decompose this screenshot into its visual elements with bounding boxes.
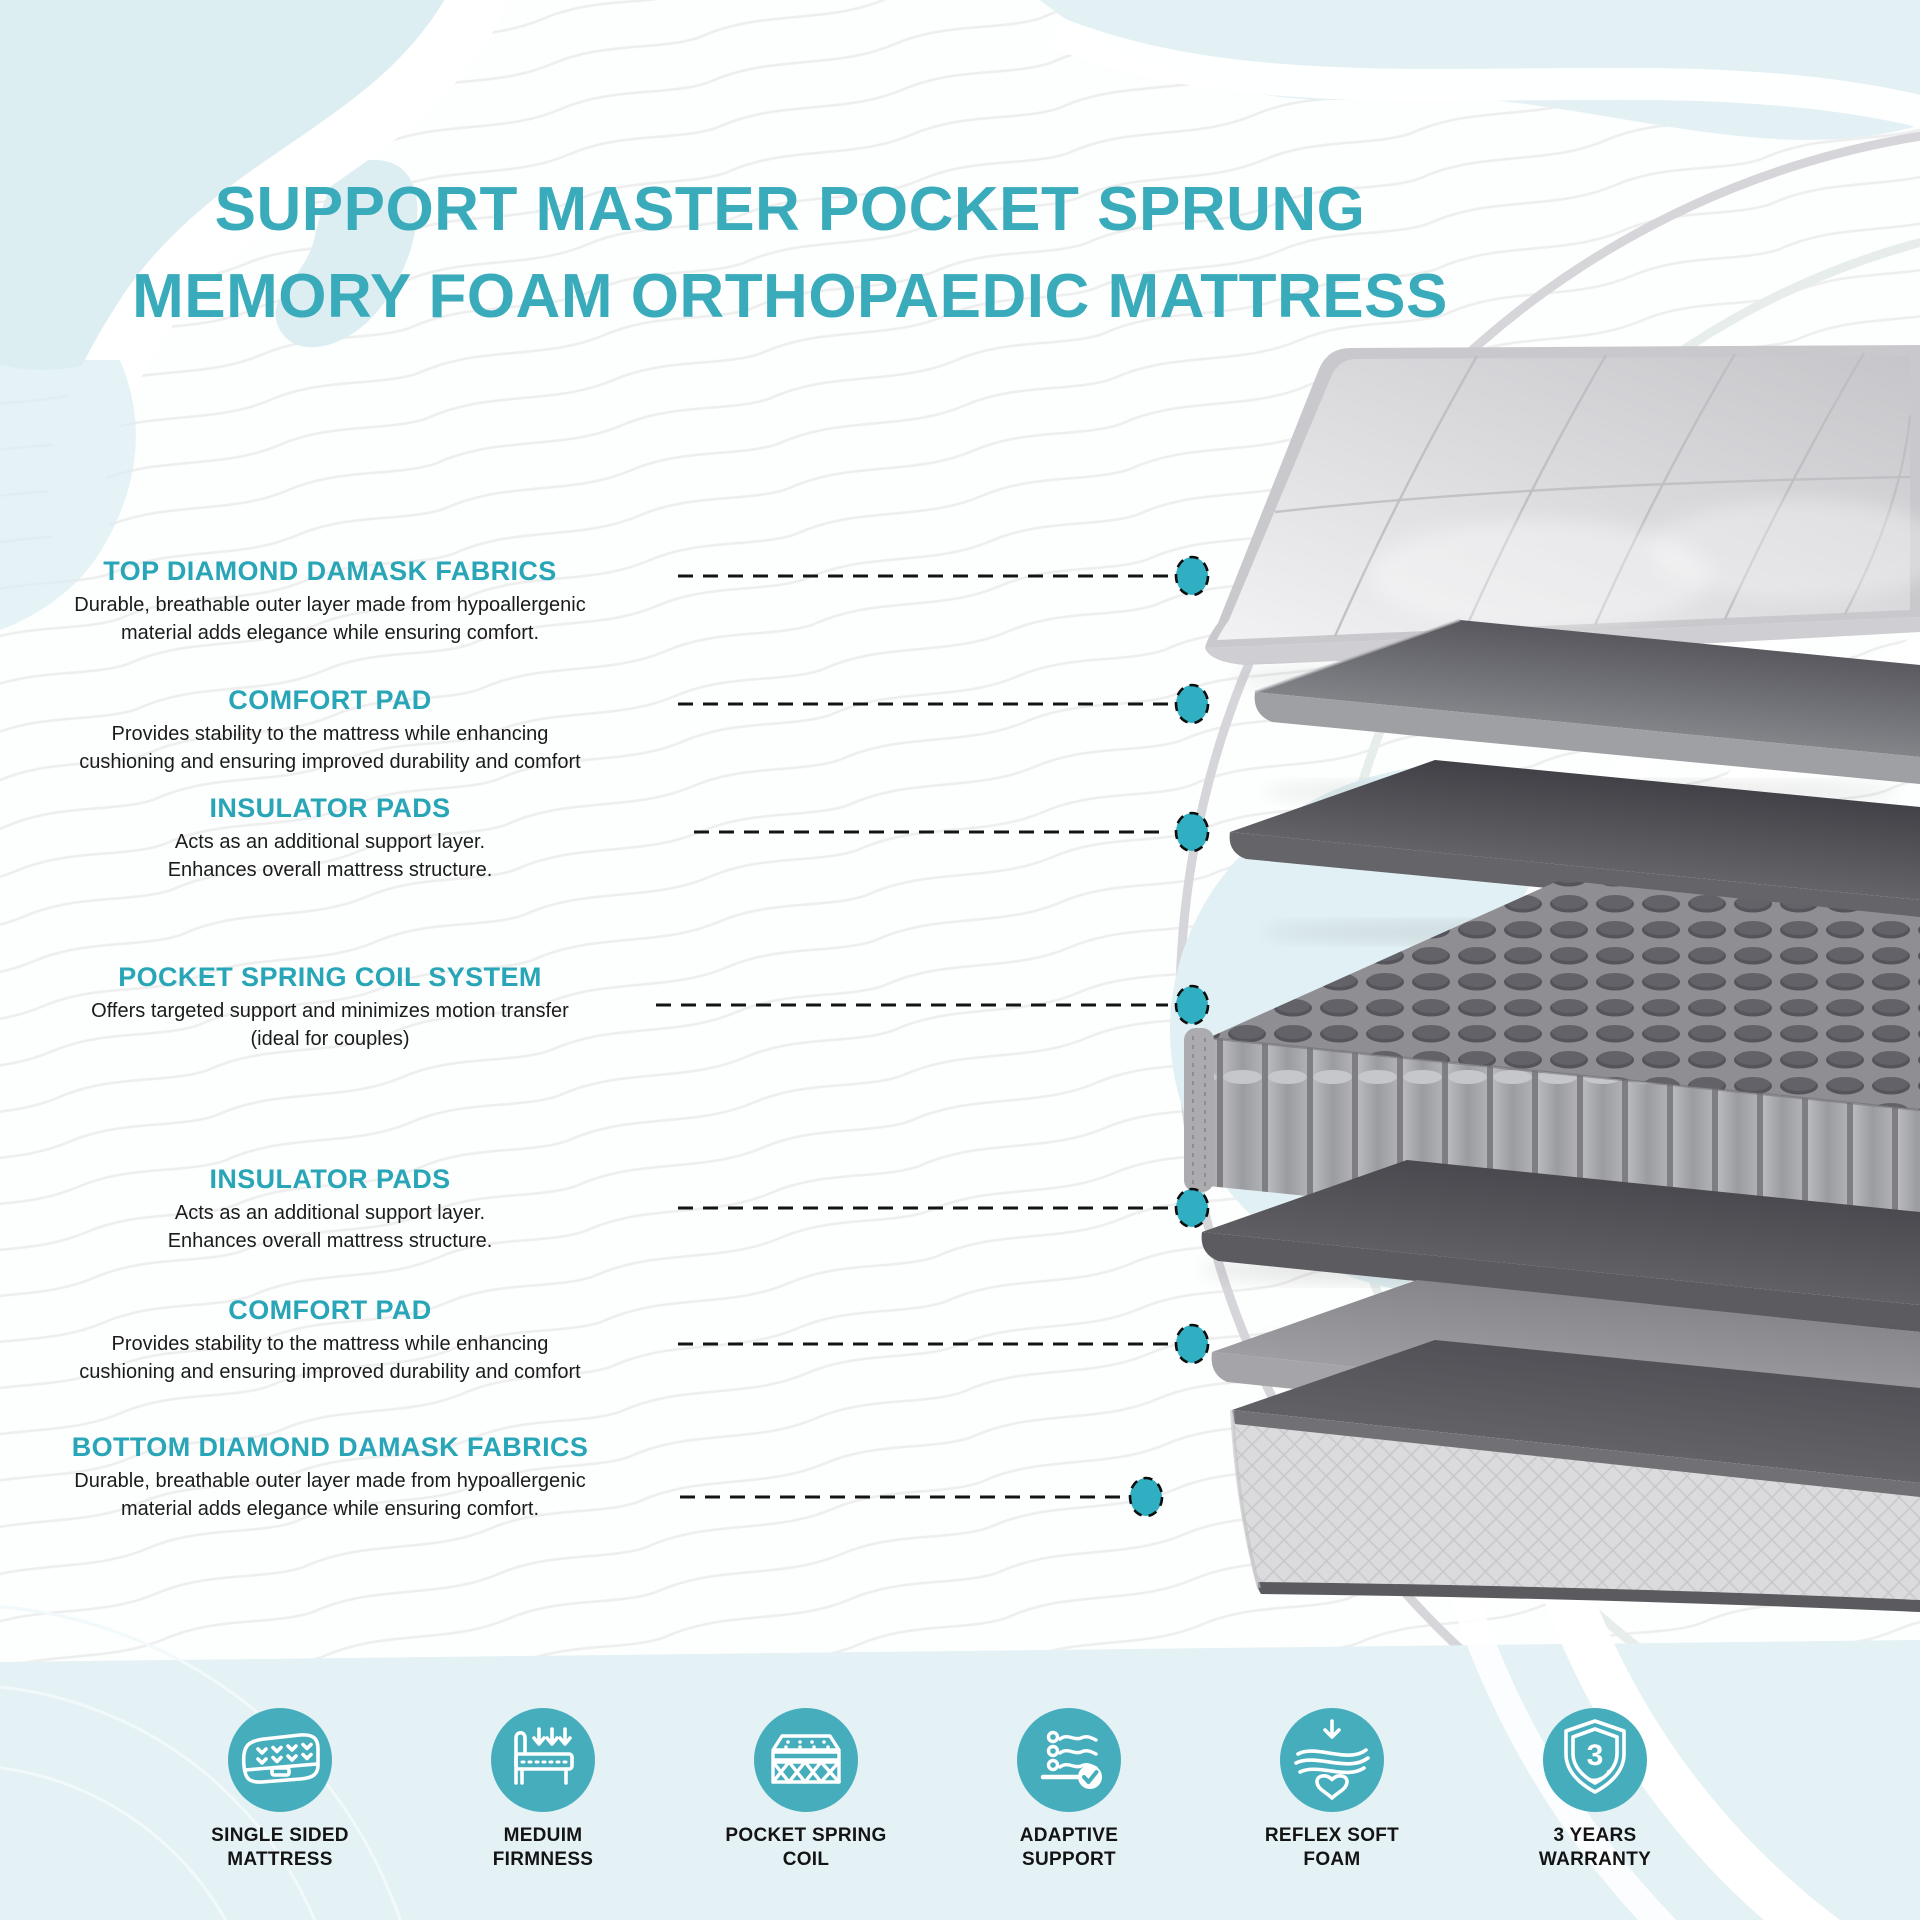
corner-blob-top-left xyxy=(0,0,504,630)
feature-label: POCKET SPRING COIL xyxy=(725,1825,887,1870)
feature-bubble xyxy=(228,1708,332,1812)
adaptive-support-icon xyxy=(1040,1730,1102,1789)
connector-dot xyxy=(1174,1187,1210,1229)
callout-description: Offers targeted support and minimizes mo… xyxy=(91,1000,569,1050)
feature-medium-firmness: MEDUIM FIRMNESS xyxy=(418,1708,668,1872)
feature-adaptive-support: ADAPTIVE SUPPORT xyxy=(944,1708,1194,1872)
reflex-soft-foam-icon xyxy=(1294,1719,1370,1800)
connector-dot xyxy=(1174,811,1210,853)
callout-heading: INSULATOR PADS xyxy=(209,1164,451,1194)
connector-dot xyxy=(1174,984,1210,1026)
connector-dot xyxy=(1174,683,1210,725)
callout-description: Provides stability to the mattress while… xyxy=(79,723,581,773)
feature-label: REFLEX SOFT FOAM xyxy=(1264,1825,1400,1870)
callout-comfort-pad-2: COMFORT PAD Provides stability to the ma… xyxy=(0,1295,660,1386)
feature-reflex-soft-foam: REFLEX SOFT FOAM xyxy=(1207,1708,1457,1872)
callout-insulator-pads-2: INSULATOR PADS Acts as an additional sup… xyxy=(0,1164,660,1255)
medium-firmness-icon xyxy=(514,1727,574,1785)
bottom-band xyxy=(0,1640,1920,1920)
callout-description: Durable, breathable outer layer made fro… xyxy=(74,1470,586,1520)
callout-comfort-pad: COMFORT PAD Provides stability to the ma… xyxy=(0,685,660,776)
callout-description: Provides stability to the mattress while… xyxy=(79,1333,581,1383)
callout-heading: TOP DIAMOND DAMASK FABRICS xyxy=(103,556,557,586)
connector-dot xyxy=(1128,1476,1164,1518)
callout-heading: BOTTOM DIAMOND DAMASK FABRICS xyxy=(71,1432,589,1462)
callout-insulator-pads: INSULATOR PADS Acts as an additional sup… xyxy=(0,793,660,884)
feature-label: SINGLE SIDED MATTRESS xyxy=(211,1825,349,1870)
corner-waves-top-right xyxy=(1040,0,1920,140)
callout-description: Acts as an additional support layer. Enh… xyxy=(167,831,493,881)
single-sided-mattress-icon xyxy=(241,1733,320,1784)
connector-dot xyxy=(1174,1323,1210,1365)
feature-label: 3 YEARS WARRANTY xyxy=(1538,1825,1652,1870)
callout-bottom-damask-fabrics: BOTTOM DIAMOND DAMASK FABRICS Durable, b… xyxy=(0,1432,660,1523)
graphic-base-damask-layer xyxy=(1230,1340,1920,1612)
feature-bubble: 3 xyxy=(1543,1708,1647,1812)
mattress-illustration xyxy=(1184,345,1920,1612)
callout-heading: COMFORT PAD xyxy=(228,1295,432,1325)
callout-description: Acts as an additional support layer. Enh… xyxy=(167,1202,493,1252)
callout-heading: INSULATOR PADS xyxy=(209,793,451,823)
feature-bubble xyxy=(1017,1708,1121,1812)
feature-pocket-spring-coil: POCKET SPRING COIL xyxy=(681,1708,931,1872)
feature-bubble xyxy=(754,1708,858,1812)
callout-top-damask-fabrics: TOP DIAMOND DAMASK FABRICS Durable, brea… xyxy=(0,556,660,647)
callout-heading: POCKET SPRING COIL SYSTEM xyxy=(118,962,542,992)
feature-label: MEDUIM FIRMNESS xyxy=(492,1825,594,1870)
page-title: SUPPORT MASTER POCKET SPRUNG MEMORY FOAM… xyxy=(132,175,1448,331)
graphic-top-damask-layer xyxy=(1205,345,1920,691)
pocket-spring-coil-icon xyxy=(771,1734,841,1784)
connector-dot xyxy=(1174,555,1210,597)
callout-pocket-spring-coil-system: POCKET SPRING COIL SYSTEM Offers targete… xyxy=(0,962,660,1053)
feature-bubble xyxy=(491,1708,595,1812)
feature-3-years-warranty: 3 3 YEARS WARRANTY xyxy=(1470,1708,1720,1872)
warranty-years-badge: 3 xyxy=(1587,1739,1604,1772)
callout-description: Durable, breathable outer layer made fro… xyxy=(74,594,586,644)
warranty-shield-icon: 3 xyxy=(1564,1719,1626,1794)
callout-heading: COMFORT PAD xyxy=(228,685,432,715)
feature-single-sided-mattress: SINGLE SIDED MATTRESS xyxy=(155,1708,405,1872)
feature-label: ADAPTIVE SUPPORT xyxy=(1019,1825,1119,1870)
feature-bubble xyxy=(1280,1708,1384,1812)
